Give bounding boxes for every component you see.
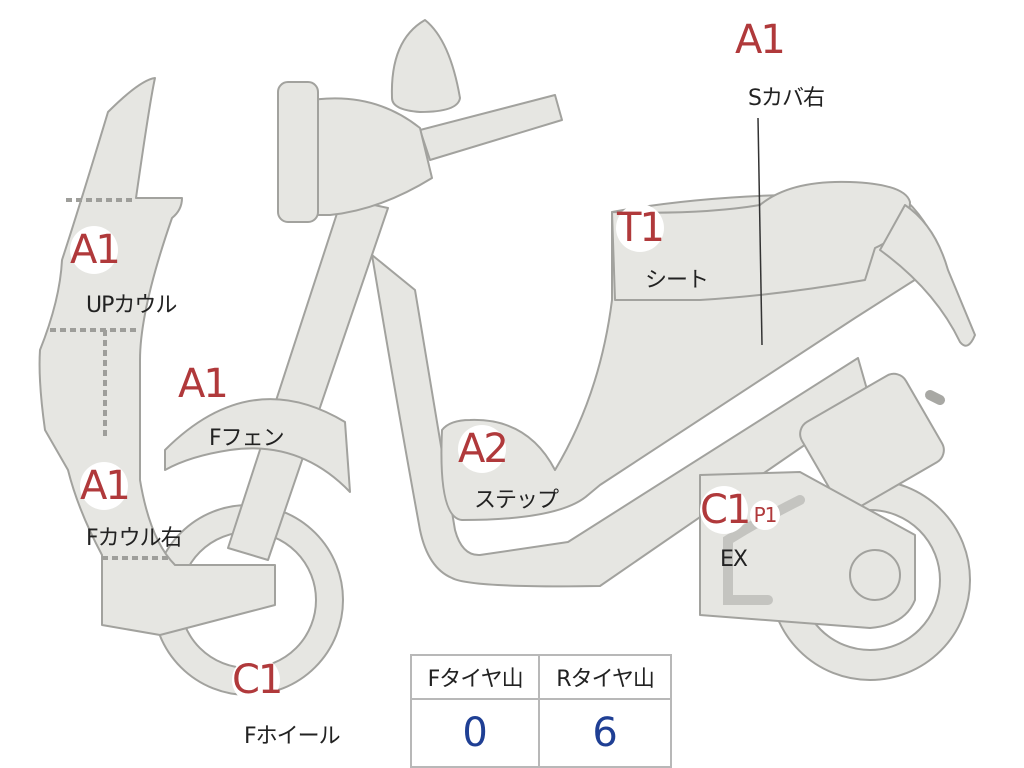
part-label-exhaust: EX [720,547,748,572]
part-code-exhaust-p1: P1 [750,500,780,530]
handlebar [419,94,563,161]
part-label-front-fender: Fフェン [209,426,285,451]
part-label-up-cowl: UPカウル [86,293,177,318]
part-label-seat: シート [645,268,709,293]
part-code-s-cover-right: A1 [735,16,786,64]
part-code-front-wheel: C1 [232,656,283,704]
part-code-step: A2 [458,425,509,473]
front-fender [164,398,351,493]
part-label-front-cowl-right: Fカウル右 [86,526,183,551]
frame [371,254,871,588]
part-code-up-cowl: A1 [70,226,121,274]
rear-tire-header: Rタイヤ山 [538,654,672,700]
part-code-exhaust: C1 [700,486,751,534]
seat [611,180,911,301]
part-label-s-cover-right: Sカバ右 [748,86,825,111]
front-tire-header: Fタイヤ山 [409,654,541,700]
part-code-seat: T1 [616,204,665,252]
tail-light [879,204,976,347]
rear-shock [799,372,945,512]
part-label-front-wheel: Fホイール [244,724,341,749]
headlight-housing [299,97,433,216]
part-code-front-fender: A1 [178,360,229,408]
windshield [390,19,461,113]
headlight [277,81,319,223]
front-fork [227,197,389,561]
rear-tire-value: 6 [538,698,672,768]
part-label-step: ステップ [474,488,559,513]
front-tire-value: 0 [409,698,541,768]
tire-tread-table: Fタイヤ山 Rタイヤ山 0 6 [409,654,672,768]
part-code-front-cowl-right: A1 [80,462,131,510]
